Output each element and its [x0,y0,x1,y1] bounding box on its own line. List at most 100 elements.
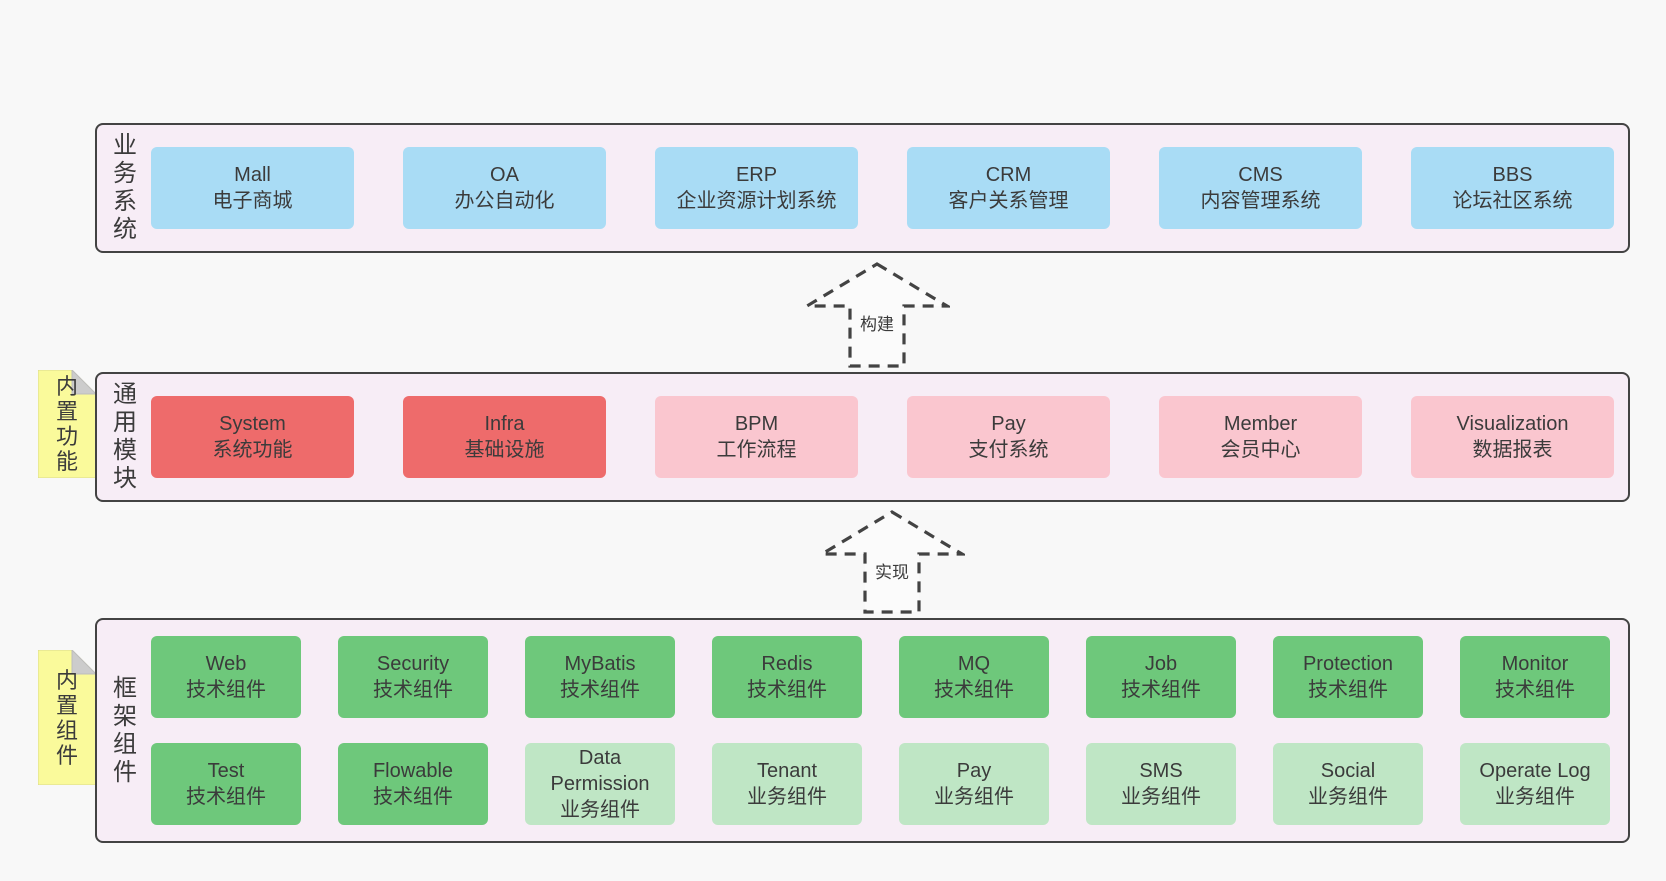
box-title: Member [1223,413,1298,435]
box-row: System 系统功能 Infra 基础设施 BPM 工作流程 Pay 支付系统… [151,396,1614,478]
box-title: MyBatis [564,653,636,675]
layer-rows: Mall 电子商城 OA 办公自动化 ERP 企业资源计划系统 CRM 客户关系… [151,147,1614,229]
box-subtitle: 业务组件 [1121,786,1201,808]
box-title: Flowable [372,760,454,782]
box-subtitle: 业务组件 [1308,786,1388,808]
box-subtitle: 基础设施 [464,439,545,461]
box-mybatis: MyBatis 技术组件 [525,636,675,718]
box-subtitle: 技术组件 [186,679,266,701]
box-subtitle: 系统功能 [212,439,293,461]
box-title: Social [1320,760,1376,782]
box-subtitle: 技术组件 [747,679,827,701]
box-title: Visualization [1456,413,1569,435]
arrow-implement: 实现 [820,510,965,614]
box-social: Social 业务组件 [1273,743,1423,825]
box-subtitle: 技术组件 [934,679,1014,701]
box-title: MQ [957,653,991,675]
sticky-note-label: 内置组件 [55,667,78,768]
box-subtitle: 支付系统 [968,439,1049,461]
box-security: Security 技术组件 [338,636,488,718]
sticky-note-shape [38,370,96,478]
box-pay: Pay 业务组件 [899,743,1049,825]
box-title: Data Permission [550,747,650,795]
box-redis: Redis 技术组件 [712,636,862,718]
box-title: Infra [484,413,525,435]
box-title: BBS [1492,164,1533,186]
box-mq: MQ 技术组件 [899,636,1049,718]
block-arrow-up-shape [820,510,965,614]
box-title: Pay [991,413,1026,435]
layer-rows: Web 技术组件 Security 技术组件 MyBatis 技术组件 Redi… [151,636,1610,825]
arrow-label: 构建 [860,315,894,334]
box-title: Pay [956,760,992,782]
box-row: Mall 电子商城 OA 办公自动化 ERP 企业资源计划系统 CRM 客户关系… [151,147,1614,229]
box-flowable: Flowable 技术组件 [338,743,488,825]
box-subtitle: 论坛社区系统 [1452,190,1573,212]
box-infra: Infra 基础设施 [403,396,606,478]
box-title: SMS [1139,760,1183,782]
box-oa: OA 办公自动化 [403,147,606,229]
box-subtitle: 工作流程 [716,439,797,461]
box-sms: SMS 业务组件 [1086,743,1236,825]
box-row: Web 技术组件 Security 技术组件 MyBatis 技术组件 Redi… [151,636,1610,718]
box-job: Job 技术组件 [1086,636,1236,718]
box-subtitle: 技术组件 [186,786,266,808]
box-subtitle: 业务组件 [560,799,640,821]
box-subtitle: 内容管理系统 [1200,190,1321,212]
box-title: Job [1144,653,1178,675]
sticky-note-builtin-components: 内置组件 [38,650,96,785]
box-system: System 系统功能 [151,396,354,478]
box-subtitle: 客户关系管理 [948,190,1069,212]
box-title: CRM [985,164,1032,186]
box-subtitle: 办公自动化 [454,190,555,212]
box-subtitle: 技术组件 [373,786,453,808]
layer-label: 业务系统 [113,132,137,243]
box-row: Test 技术组件 Flowable 技术组件 Data Permission … [151,743,1610,825]
box-subtitle: 技术组件 [1121,679,1201,701]
box-title: OA [490,164,519,186]
box-tenant: Tenant 业务组件 [712,743,862,825]
box-crm: CRM 客户关系管理 [907,147,1110,229]
sticky-note-shape [38,650,96,785]
box-subtitle: 技术组件 [1308,679,1388,701]
box-title: CMS [1238,164,1283,186]
box-subtitle: 业务组件 [1495,786,1575,808]
layer-common-modules: 通用模块 System 系统功能 Infra 基础设施 BPM 工作流程 Pay… [95,372,1630,502]
sticky-note-builtin-features: 内置功能 [38,370,96,478]
layer-rows: System 系统功能 Infra 基础设施 BPM 工作流程 Pay 支付系统… [151,396,1614,478]
arrow-build: 构建 [805,262,950,368]
box-title: Web [205,653,247,675]
box-monitor: Monitor 技术组件 [1460,636,1610,718]
folded-corner [71,370,96,395]
layer-business-systems: 业务系统 Mall 电子商城 OA 办公自动化 ERP 企业资源计划系统 CRM… [95,123,1630,253]
box-title: System [219,413,286,435]
box-visualization: Visualization 数据报表 [1411,396,1614,478]
box-subtitle: 技术组件 [1495,679,1575,701]
box-title: BPM [734,413,779,435]
box-operate-log: Operate Log 业务组件 [1460,743,1610,825]
folded-corner [71,650,96,675]
box-pay: Pay 支付系统 [907,396,1110,478]
box-title: Monitor [1501,653,1569,675]
box-subtitle: 会员中心 [1220,439,1301,461]
box-subtitle: 业务组件 [747,786,827,808]
box-subtitle: 数据报表 [1472,439,1553,461]
box-title: Test [207,760,245,782]
box-erp: ERP 企业资源计划系统 [655,147,858,229]
layer-label: 通用模块 [113,381,137,492]
box-title: Tenant [756,760,818,782]
box-title: Operate Log [1479,760,1591,782]
box-title: ERP [735,164,778,186]
block-arrow-up-shape [805,262,950,368]
box-test: Test 技术组件 [151,743,301,825]
box-subtitle: 电子商城 [212,190,293,212]
box-title: Security [376,653,450,675]
box-subtitle: 技术组件 [373,679,453,701]
sticky-note-label: 内置功能 [55,374,78,474]
box-data-permission: Data Permission 业务组件 [525,743,675,825]
box-subtitle: 企业资源计划系统 [676,190,837,212]
box-title: Mall [234,164,271,186]
box-bbs: BBS 论坛社区系统 [1411,147,1614,229]
box-title: Redis [761,653,813,675]
